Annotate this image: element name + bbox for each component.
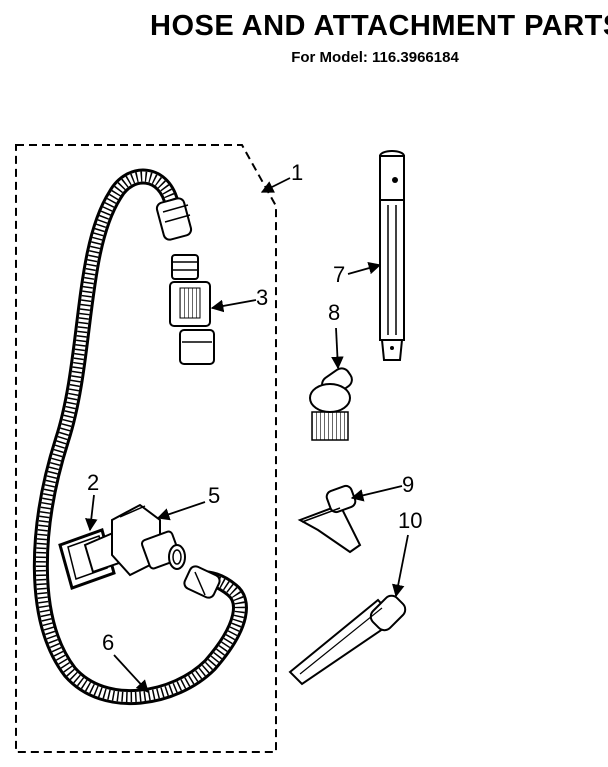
- callout-6: 6: [102, 630, 114, 655]
- callout-5: 5: [208, 483, 220, 508]
- leader-2: [85, 494, 98, 532]
- leader-5: [156, 501, 206, 521]
- upholstery-nozzle-part-9: [297, 484, 362, 554]
- leader-3: [210, 299, 257, 313]
- callout-9: 9: [402, 472, 414, 497]
- coupling-part-3: [169, 254, 215, 365]
- callout-3: 3: [256, 285, 268, 310]
- leader-8: [331, 327, 344, 370]
- callout-1: 1: [291, 160, 303, 185]
- extension-wand-part-7: [379, 150, 405, 361]
- callout-7: 7: [333, 262, 345, 287]
- hose-assembly-boundary: [15, 144, 277, 753]
- leader-9: [350, 485, 403, 502]
- diagram-title: HOSE AND ATTACHMENT PARTS: [150, 10, 608, 42]
- handle-part-5: [83, 503, 186, 577]
- hose-cuff-bottom: [183, 565, 221, 599]
- callout-2: 2: [87, 470, 99, 495]
- leader-10: [392, 534, 409, 598]
- leader-1: [260, 177, 291, 193]
- dusting-brush-part-8: [309, 367, 353, 441]
- hose-part-6: [32, 168, 248, 706]
- leader-7: [347, 262, 382, 275]
- hose-cuff-top: [155, 197, 193, 241]
- callout-8: 8: [328, 300, 340, 325]
- callout-10: 10: [398, 508, 422, 533]
- model-line: For Model: 116.3966184: [291, 49, 459, 66]
- leader-6: [113, 654, 149, 693]
- crevice-tool-part-10: [288, 594, 407, 686]
